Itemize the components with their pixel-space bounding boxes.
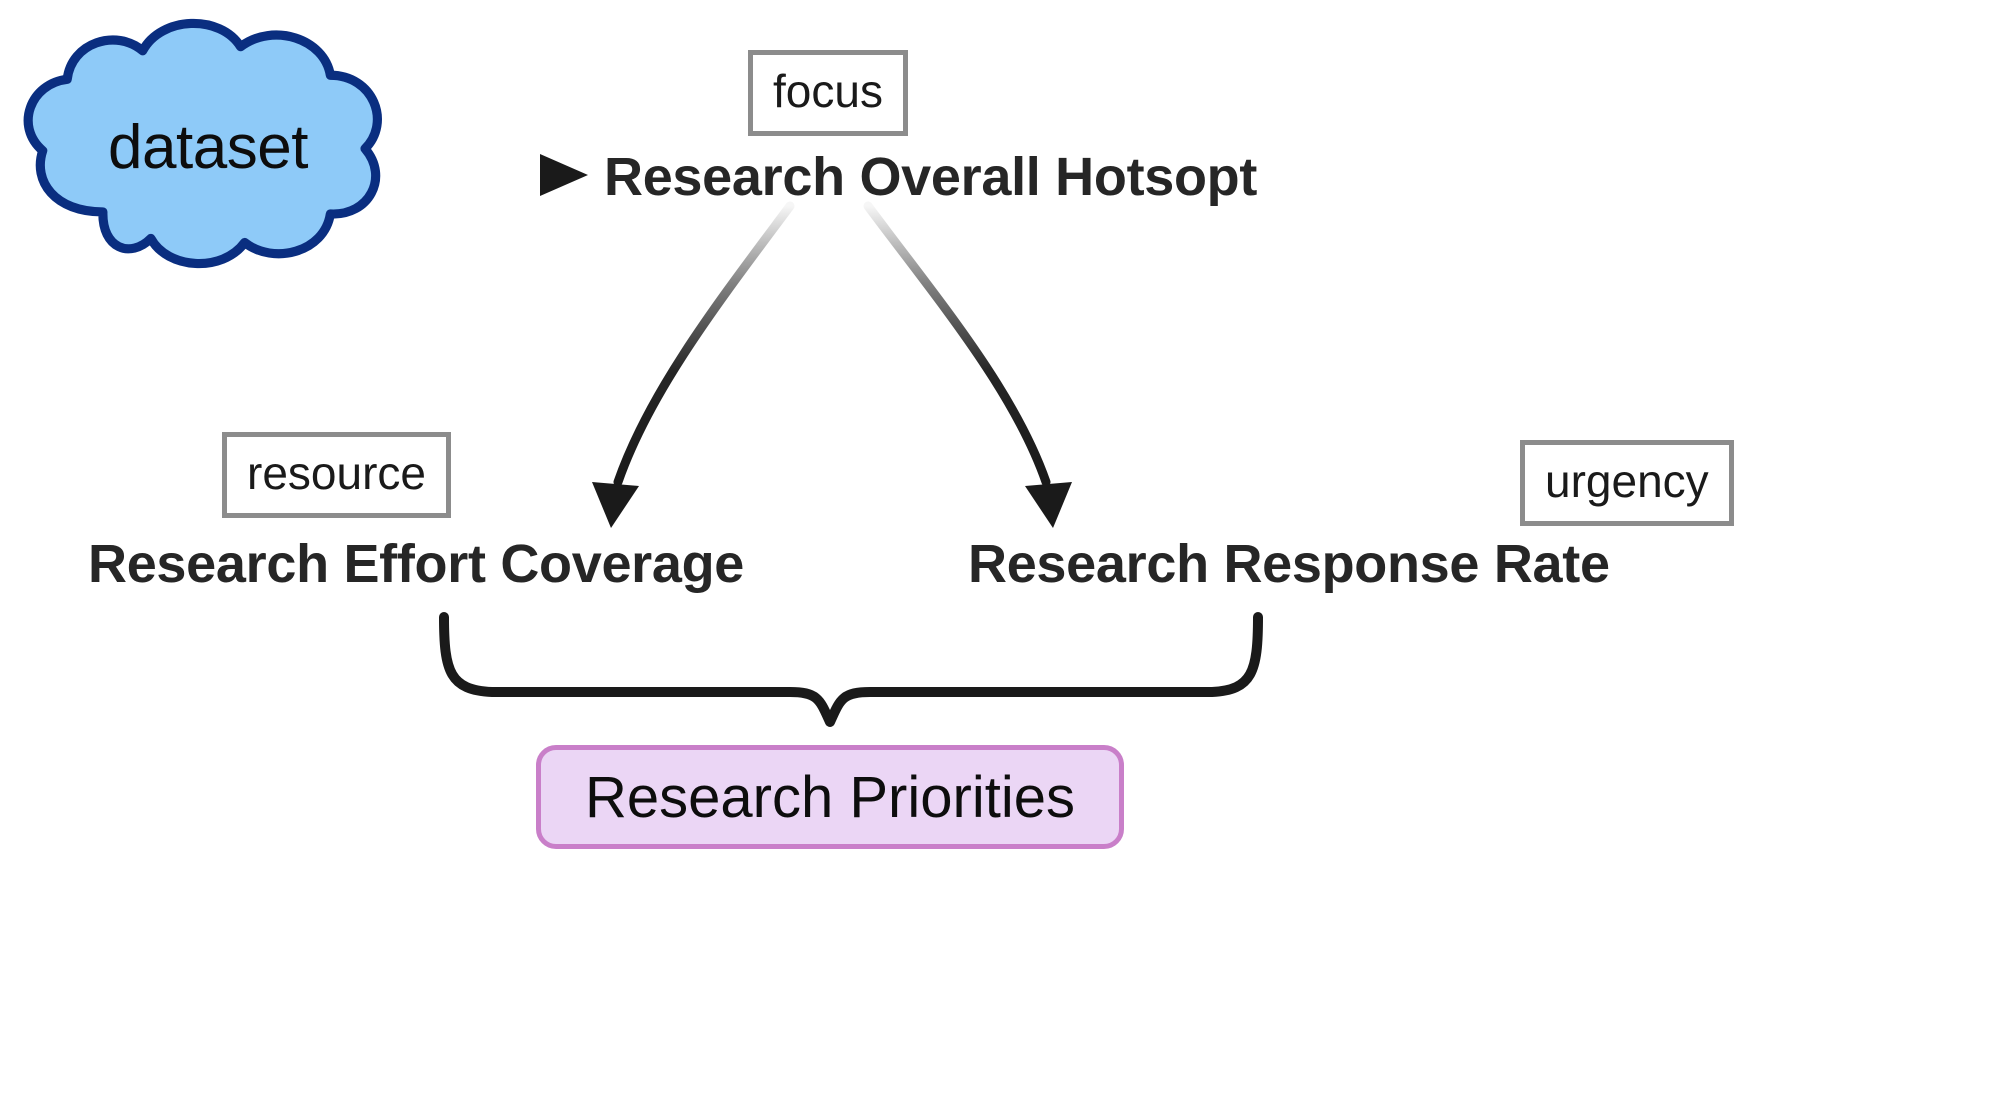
edge-top-to-right [863, 201, 1072, 528]
node-dataset-label: dataset [108, 112, 308, 182]
node-research-priorities-label: Research Priorities [585, 764, 1075, 830]
node-research-effort-coverage[interactable]: Research Effort Coverage [88, 534, 745, 594]
node-dataset[interactable]: dataset [10, 22, 400, 272]
node-research-priorities[interactable]: Research Priorities [536, 745, 1124, 849]
edge-dataset-to-top [398, 154, 588, 196]
node-research-overall-hotspot[interactable]: Research Overall Hotsopt [604, 147, 1258, 207]
tag-focus[interactable]: focus [748, 50, 908, 136]
edge-children-to-result-brace [439, 612, 1263, 727]
tag-urgency[interactable]: urgency [1520, 440, 1734, 526]
tag-resource[interactable]: resource [222, 432, 451, 518]
node-research-response-rate[interactable]: Research Response Rate [968, 534, 1610, 594]
edge-top-to-left [592, 201, 795, 528]
